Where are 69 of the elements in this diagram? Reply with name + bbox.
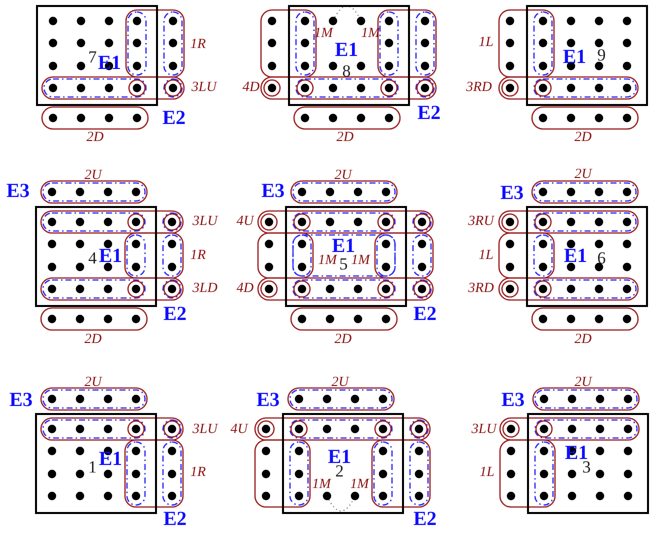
move-label: 2D xyxy=(86,131,104,145)
move-label: 4U xyxy=(236,215,254,229)
move-label: 2U xyxy=(331,376,349,390)
move-label: 3LU xyxy=(472,423,496,437)
panel-number: 6 xyxy=(597,249,606,266)
move-label: 2D xyxy=(334,333,352,347)
panel-number: 4 xyxy=(88,249,97,266)
move-label: 1M xyxy=(318,254,337,268)
group-label: E1 xyxy=(98,246,122,266)
group-label: E3 xyxy=(501,390,525,410)
move-label: 2D xyxy=(574,131,592,145)
panel-number: 7 xyxy=(88,48,97,65)
move-label: 3LU xyxy=(192,215,218,229)
move-label: 1R xyxy=(190,466,206,480)
move-label: 2D xyxy=(84,333,102,347)
group-label: E2 xyxy=(162,108,186,128)
group-label: E1 xyxy=(564,246,588,266)
group-label: E1 xyxy=(334,40,358,60)
move-label: 1M xyxy=(350,478,369,492)
move-label: 1R xyxy=(190,38,206,52)
grid-square xyxy=(282,413,404,514)
grid-square xyxy=(35,413,157,514)
group-label: E3 xyxy=(261,181,285,201)
move-label: 2D xyxy=(574,333,592,347)
move-label: 2U xyxy=(334,169,352,183)
move-label: 3LD xyxy=(192,282,218,296)
group-label: E1 xyxy=(98,52,122,72)
group-label: E3 xyxy=(9,390,33,410)
grid-square xyxy=(526,206,648,307)
group-label: E1 xyxy=(562,46,586,66)
move-label: 1R xyxy=(190,249,206,263)
move-label: 2U xyxy=(574,376,592,390)
grid-square xyxy=(288,5,410,106)
move-label: 3RD xyxy=(466,81,492,95)
move-label: 2U xyxy=(84,376,102,390)
move-label: 3RU xyxy=(468,215,494,229)
group-label: E2 xyxy=(413,304,437,324)
panel-number: 8 xyxy=(342,62,351,79)
group-label: E1 xyxy=(332,236,356,256)
grid-square xyxy=(526,5,648,106)
group-label: E2 xyxy=(163,304,187,324)
move-label: 2U xyxy=(574,168,592,182)
grid-square xyxy=(36,5,158,106)
group-label: E3 xyxy=(6,181,30,201)
group-label: E2 xyxy=(163,509,187,529)
group-label: E2 xyxy=(417,103,441,123)
group-label: E2 xyxy=(413,509,437,529)
group-label: E3 xyxy=(256,390,280,410)
group-label: E3 xyxy=(500,183,524,203)
move-label: 2D xyxy=(336,131,354,145)
move-label: 1L xyxy=(478,36,494,50)
grid-square xyxy=(527,413,649,514)
move-label: 3LU xyxy=(192,423,218,437)
panel-number: 9 xyxy=(597,46,606,63)
panel-number: 1 xyxy=(88,458,97,475)
move-label: 4D xyxy=(236,282,254,296)
group-label: E1 xyxy=(98,448,122,468)
move-label: 3LU xyxy=(192,81,216,95)
grid-square xyxy=(285,206,407,307)
move-label: 4U xyxy=(230,423,248,437)
panel-number: 5 xyxy=(339,255,348,272)
move-label: 3RD xyxy=(468,282,494,296)
move-label: 1M xyxy=(351,254,370,268)
grid-square xyxy=(35,206,157,307)
move-label: 1L xyxy=(478,249,494,263)
move-label: 1L xyxy=(480,466,494,480)
move-label: 1M xyxy=(312,478,331,492)
move-label: 2U xyxy=(84,169,102,183)
move-label: 4D xyxy=(242,81,260,95)
